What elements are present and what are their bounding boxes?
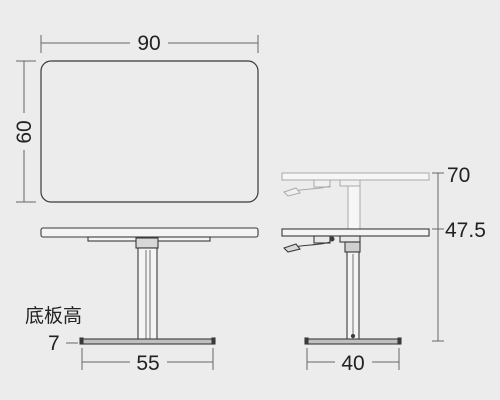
side-base-plate: [306, 338, 400, 345]
base-width-label: 55: [136, 352, 159, 375]
side-lever: [282, 243, 301, 253]
base-height-value: 7: [48, 332, 60, 355]
front-mechanism: [135, 237, 159, 249]
top-width-label: 90: [137, 32, 160, 55]
front-tabletop: [40, 227, 259, 238]
front-column-outer: [137, 247, 158, 342]
top-view: 90 60: [13, 32, 259, 203]
side-tabletop: [281, 228, 430, 237]
base-depth-label: 40: [341, 352, 364, 375]
tabletop-plan: [40, 60, 259, 203]
side-view: [281, 228, 430, 345]
front-base-plate: [81, 338, 214, 345]
width-dimension: [40, 35, 259, 53]
base-height-title: 底板高: [25, 305, 82, 327]
base-width-dimension: [81, 348, 214, 370]
min-height-label: 47.5: [445, 219, 486, 242]
base-depth-dimension: [306, 348, 400, 370]
front-view: [40, 227, 259, 345]
side-mechanism: [344, 241, 361, 253]
top-depth-label: 60: [13, 120, 36, 143]
height-dimension: [432, 172, 444, 342]
side-view-raised-ghost: [281, 172, 430, 242]
depth-dimension: [16, 60, 36, 203]
max-height-label: 70: [447, 164, 470, 187]
